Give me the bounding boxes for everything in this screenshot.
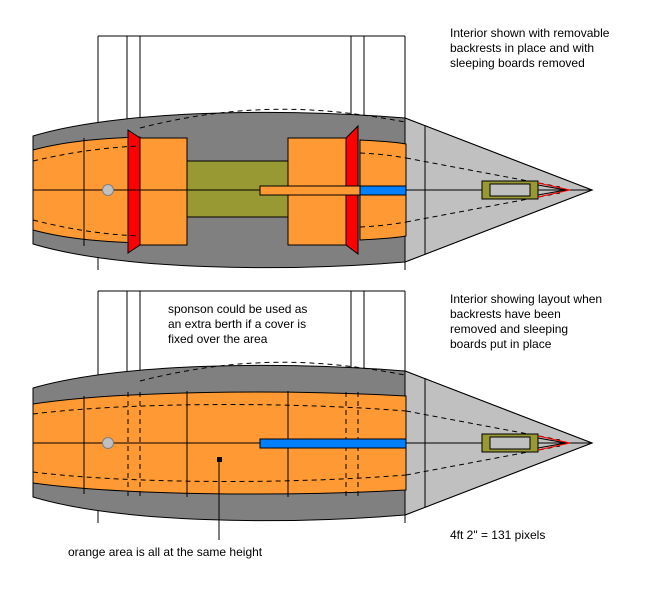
top-aft-backrest: [127, 129, 141, 254]
sponson-note-line: fixed over the area: [168, 332, 268, 346]
sponson-note-line: an extra berth if a cover is: [168, 317, 306, 331]
bottom-annotation: Interior showing layout when backrests h…: [450, 292, 605, 351]
top-mast-step-circle: [102, 184, 114, 196]
bottom-annotation-line: backrests have been: [450, 307, 561, 321]
orange-area-note: orange area is all at the same height: [68, 545, 263, 559]
top-annotation-line: backrests in place and with: [450, 41, 594, 55]
bottom-annotation-line: removed and sleeping: [450, 322, 568, 336]
top-centreboard-case: [259, 185, 361, 196]
top-aft-seat: [139, 137, 188, 246]
top-annotation-line: Interior shown with removable: [450, 26, 610, 40]
bottom-annotation-line: boards put in place: [450, 337, 552, 351]
bottom-boat-view: Interior showing layout when backrests h…: [32, 290, 605, 559]
orange-area-marker: [217, 457, 222, 462]
sponson-note-line: sponson could be used as: [168, 302, 307, 316]
top-centreboard: [359, 185, 407, 196]
top-annotation: Interior shown with removable backrests …: [450, 26, 613, 70]
top-boat-view: Interior shown with removable backrests …: [32, 26, 613, 270]
scale-note: 4ft 2" = 131 pixels: [450, 528, 545, 542]
top-annotation-line: sleeping boards removed: [450, 56, 585, 70]
bottom-annotation-line: Interior showing layout when: [450, 292, 602, 306]
bottom-mast-step-circle: [102, 437, 114, 449]
bottom-centreboard: [259, 438, 407, 449]
sponson-note: sponson could be used as an extra berth …: [168, 302, 311, 346]
